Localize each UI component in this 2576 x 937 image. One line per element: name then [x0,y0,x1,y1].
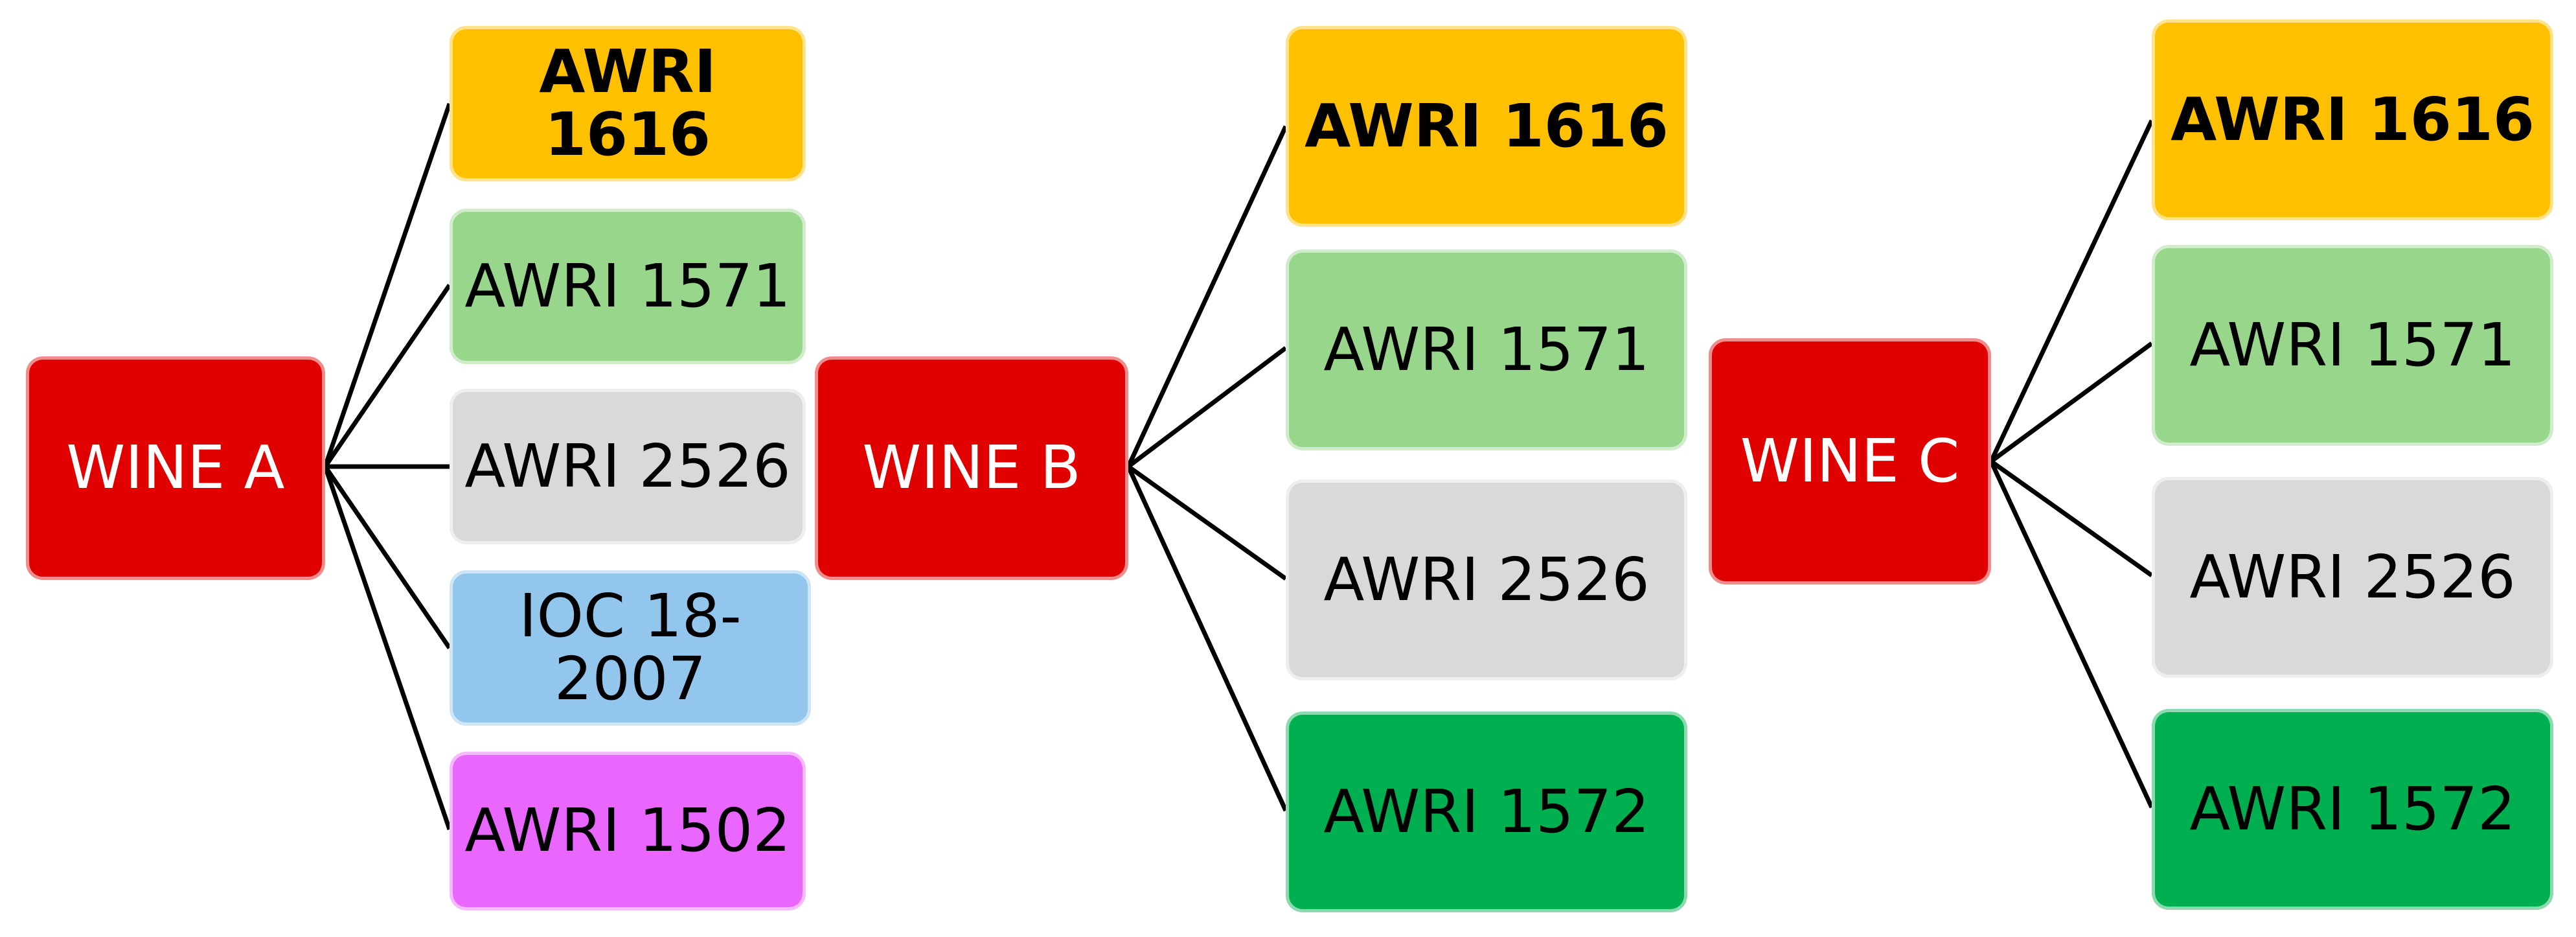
connector-b-1572 [1126,465,1288,812]
connector-c-1572 [1989,460,2154,809]
wine-b-strain-awri-2526: AWRI 2526 [1286,480,1687,680]
wine-a-strain-ioc-18-2007: IOC 18- 2007 [450,570,811,726]
wine-c-node: WINE C [1709,338,1991,584]
wine-b-strain-awri-1571: AWRI 1571 [1286,249,1687,450]
connector-a-1616 [323,102,452,468]
ioc-label: IOC 18- 2007 [519,581,742,713]
connector-b-1571 [1126,346,1288,468]
wine-b-strain-awri-1616: AWRI 1616 [1286,26,1687,227]
connector-c-2526 [1989,459,2154,577]
connector-a-1571 [323,284,451,468]
wine-a-strain-awri-1502: AWRI 1502 [450,752,806,910]
wine-a-strain-awri-1616: AWRI 1616 [450,26,806,181]
connector-c-1616 [1989,119,2154,463]
connector-a-1502 [323,465,452,831]
connector-a-ioc [323,465,451,649]
wine-c-strain-awri-1571: AWRI 1571 [2152,245,2553,446]
wine-b-node: WINE B [815,356,1128,580]
connector-b-2526 [1126,465,1288,581]
connector-c-1571 [1989,341,2154,463]
wine-a-strain-awri-1571: AWRI 1571 [450,209,806,364]
wine-a-strain-awri-2526: AWRI 2526 [450,389,806,544]
wine-a-node: WINE A [26,356,325,580]
wine-c-strain-awri-1572: AWRI 1572 [2152,709,2553,910]
wine-c-strain-awri-2526: AWRI 2526 [2152,477,2553,678]
wine-c-strain-awri-1616: AWRI 1616 [2152,19,2553,220]
connector-b-1616 [1126,125,1288,468]
wine-b-strain-awri-1572: AWRI 1572 [1286,711,1687,912]
